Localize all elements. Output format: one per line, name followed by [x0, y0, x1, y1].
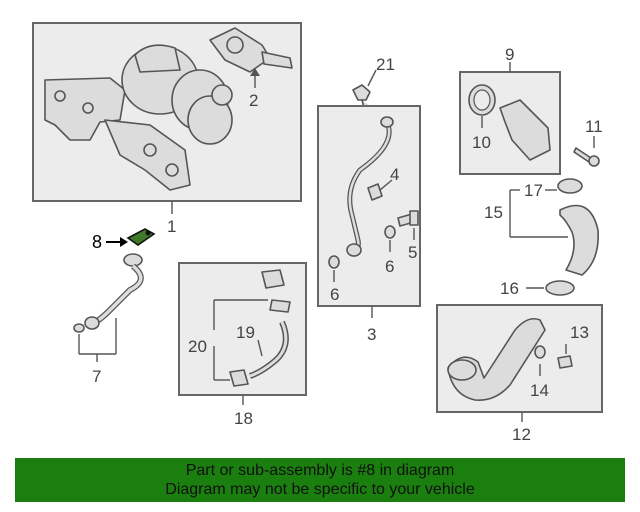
bolt-part-11	[573, 147, 600, 167]
wastegate-actuator	[209, 27, 293, 73]
bolt-part-13	[557, 355, 573, 369]
callout-1: 1	[167, 217, 176, 236]
coolant-line	[346, 116, 394, 257]
arrow-2	[250, 68, 260, 76]
parts-diagram: 2 1 8 7 21 4 5 6 6 3	[32, 22, 603, 444]
callout-17: 17	[524, 181, 543, 200]
callout-10: 10	[472, 133, 491, 152]
intake-hose-part	[499, 99, 551, 161]
callout-12: 12	[512, 425, 531, 444]
callout-7: 7	[92, 367, 101, 386]
arrow-8	[120, 237, 128, 247]
callout-16: 16	[500, 279, 519, 298]
plug-part-21	[352, 84, 371, 109]
banner-line-2: Diagram may not be specific to your vehi…	[165, 481, 475, 498]
callout-8: 8	[92, 232, 102, 252]
callout-15: 15	[484, 203, 503, 222]
gasket-part-8	[126, 228, 156, 246]
connector-part	[229, 369, 249, 387]
turbocharger-illustration	[44, 44, 233, 191]
callout-6-right: 6	[385, 257, 394, 276]
callout-6-left: 6	[330, 285, 339, 304]
clamp-part-16	[545, 280, 575, 296]
callout-19: 19	[236, 323, 255, 342]
bolt-part-5	[397, 210, 419, 227]
hose-part-15	[559, 204, 599, 276]
washer-part-6-left	[328, 255, 340, 269]
callout-4: 4	[390, 165, 399, 184]
oil-line-part-7	[73, 253, 144, 333]
callout-3: 3	[367, 325, 376, 344]
info-banner: Part or sub-assembly is #8 in diagram Di…	[15, 458, 625, 502]
callout-21: 21	[376, 55, 395, 74]
washer-part-6-right	[384, 225, 396, 239]
callout-18: 18	[234, 409, 253, 428]
clamp-part-17	[557, 178, 583, 194]
coolant-line-group-box	[317, 105, 421, 307]
banner-line-1: Part or sub-assembly is #8 in diagram	[185, 462, 455, 479]
valve-part	[261, 269, 285, 289]
callout-9: 9	[505, 45, 514, 64]
callout-13: 13	[570, 323, 589, 342]
nut-part-14	[534, 345, 546, 359]
callout-20: 20	[188, 337, 207, 356]
callout-14: 14	[530, 381, 549, 400]
callout-2: 2	[249, 91, 258, 110]
gasket-hole	[145, 230, 151, 236]
callout-11: 11	[585, 117, 603, 136]
charge-pipe-part	[447, 317, 546, 402]
callout-5: 5	[408, 243, 417, 262]
